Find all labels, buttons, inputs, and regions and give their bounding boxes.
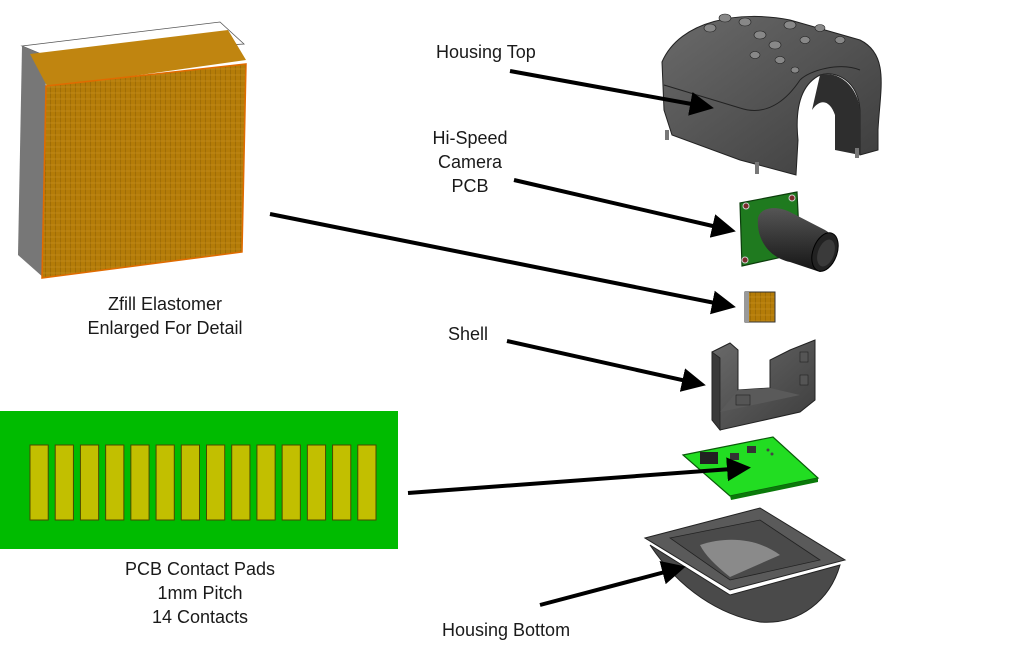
elastomer-bevel (30, 30, 246, 88)
label-elastomer-line2: Enlarged For Detail (87, 318, 243, 338)
contact-pad (357, 444, 377, 521)
contact-pad (155, 444, 175, 521)
contact-pad (206, 444, 226, 521)
label-camera-pcb-line1: Hi-Speed (432, 128, 508, 148)
elastomer-side-face (18, 46, 46, 278)
elastomer-front-face (41, 63, 247, 279)
pcb-contact-pads-illustration (0, 411, 398, 549)
contact-pad (130, 444, 150, 521)
contact-pad (180, 444, 201, 521)
arrow-housing-top (509, 69, 714, 116)
arrow-camera-pcb (513, 178, 736, 238)
label-pcb-pads-line2: 1mm Pitch (157, 583, 243, 603)
shell-illustration (711, 339, 816, 432)
label-pcb-pads-line1: PCB Contact Pads (124, 559, 276, 579)
label-shell: Shell (448, 322, 488, 346)
label-housing-bottom-text: Housing Bottom (442, 620, 571, 640)
label-pcb-pads: PCB Contact Pads 1mm Pitch 14 Contacts (70, 557, 330, 629)
arrow-elastomer (269, 212, 736, 315)
contact-pad (29, 444, 49, 521)
housing-top-illustration (661, 13, 882, 176)
callout-arrows (269, 69, 751, 607)
contact-pad (105, 444, 125, 521)
label-pcb-pads-line3: 14 Contacts (151, 607, 249, 627)
elastomer-part-illustration (744, 291, 776, 323)
label-elastomer: Zfill Elastomer Enlarged For Detail (40, 292, 290, 340)
camera-pcb-illustration (739, 191, 839, 272)
contact-pad (332, 444, 352, 521)
label-housing-top-text: Housing Top (436, 42, 536, 62)
main-pcb-illustration (681, 436, 820, 500)
contact-pad (54, 444, 74, 521)
arrow-housing-bottom (539, 560, 686, 607)
arrow-pcb-pads (407, 457, 751, 495)
elastomer-enlarged-illustration (18, 21, 247, 279)
contact-pad (79, 444, 100, 521)
label-housing-bottom: Housing Bottom (442, 618, 570, 642)
label-camera-pcb-line2: Camera (437, 152, 503, 172)
pad-group (29, 444, 377, 521)
label-housing-top: Housing Top (436, 40, 536, 64)
contact-pad (306, 444, 327, 521)
label-camera-pcb-line3: PCB (451, 176, 489, 196)
arrow-shell (506, 339, 706, 392)
contact-pad (231, 444, 251, 521)
label-camera-pcb: Hi-Speed Camera PCB (430, 126, 510, 198)
contact-pad (256, 444, 276, 521)
label-shell-text: Shell (448, 324, 489, 344)
housing-bottom-illustration (643, 507, 847, 623)
contact-pad (281, 444, 301, 521)
label-elastomer-line1: Zfill Elastomer (107, 294, 223, 314)
